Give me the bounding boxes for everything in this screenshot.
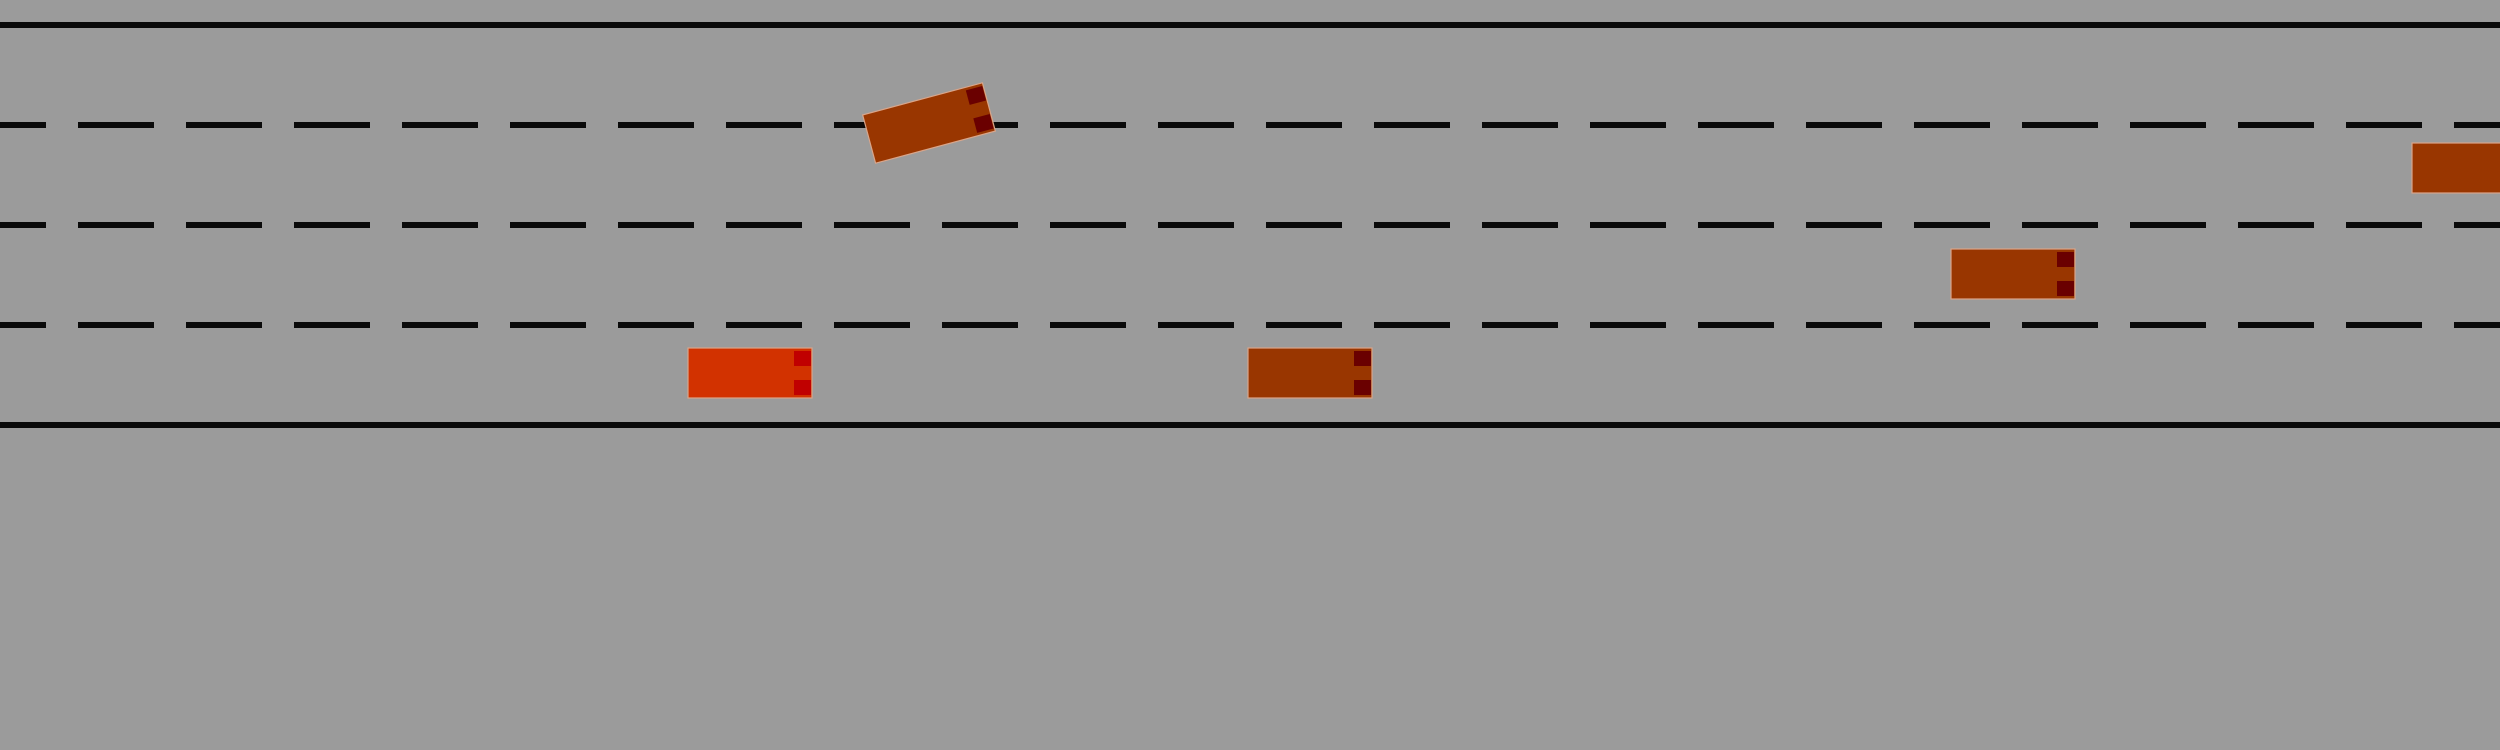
lane-divider-dash: [834, 222, 910, 228]
road-edge-bottom: [0, 422, 2500, 428]
lane-divider-dash: [1698, 222, 1774, 228]
lane-divider-dash: [726, 322, 802, 328]
lane-divider-dash: [2238, 222, 2314, 228]
lane-divider-dash: [726, 122, 802, 128]
lane-divider-dash: [1806, 222, 1882, 228]
lane-markings: [0, 22, 2500, 428]
lane-divider-dash: [1806, 122, 1882, 128]
lane-divider-dash: [78, 222, 154, 228]
lane-divider-dash: [1158, 322, 1234, 328]
lane-divider-dash: [2454, 322, 2500, 328]
vehicles: [687, 82, 2500, 399]
lane-divider-dash: [186, 222, 262, 228]
lane-divider-dash: [1590, 122, 1666, 128]
vehicle-lane4: [1247, 347, 1373, 399]
lane-divider-dash: [2238, 122, 2314, 128]
lane-divider-dash: [1914, 322, 1990, 328]
lane-divider-dash: [1698, 322, 1774, 328]
lane-divider-dash: [294, 322, 370, 328]
vehicle-body: [1950, 248, 2076, 300]
lane-divider-dash: [1590, 322, 1666, 328]
lane-divider-dash: [186, 322, 262, 328]
headlight-left: [2057, 252, 2074, 267]
lane-divider-dash: [2130, 222, 2206, 228]
lane-divider-dash: [1482, 122, 1558, 128]
lane-divider-dash: [1698, 122, 1774, 128]
lane-divider-dash: [942, 222, 1018, 228]
headlight-left: [794, 351, 811, 366]
lane-divider-dash: [2238, 322, 2314, 328]
vehicle-body: [2411, 142, 2500, 194]
lane-divider-dash: [2130, 322, 2206, 328]
vehicle-lane2-right-edge: [2411, 142, 2500, 194]
ego-vehicle: [687, 347, 813, 399]
lane-divider-dash: [1050, 122, 1126, 128]
lane-divider-dash: [2130, 122, 2206, 128]
lane-divider-dash: [402, 322, 478, 328]
lane-divider-dash: [1050, 222, 1126, 228]
lane-divider-dash: [402, 122, 478, 128]
lane-divider-dash: [2346, 122, 2422, 128]
lane-divider-dash: [294, 222, 370, 228]
lane-divider-dash: [186, 122, 262, 128]
lane-divider-dash: [1482, 222, 1558, 228]
lane-divider-dash: [2346, 322, 2422, 328]
lane-divider-dash: [2454, 122, 2500, 128]
lane-divider-dash: [1158, 222, 1234, 228]
lane-divider-dash: [402, 222, 478, 228]
headlight-right: [2057, 281, 2074, 296]
lane-divider-dash: [78, 122, 154, 128]
lane-divider-dash: [1374, 322, 1450, 328]
lane-divider-dash: [78, 322, 154, 328]
vehicle-lane1-changing: [861, 82, 997, 164]
lane-divider-dash: [1266, 222, 1342, 228]
lane-divider-dash: [510, 222, 586, 228]
lane-divider-dash: [1590, 222, 1666, 228]
lane-divider-dash: [1914, 222, 1990, 228]
vehicle-body: [1247, 347, 1373, 399]
headlight-left: [965, 85, 987, 105]
lane-divider-dash: [2454, 222, 2500, 228]
lane-divider-dash: [1806, 322, 1882, 328]
lane-divider-dash: [1158, 122, 1234, 128]
lane-divider-dash: [0, 122, 46, 128]
lane-divider-dash: [618, 322, 694, 328]
lane-divider-dash: [2022, 122, 2098, 128]
lane-divider-dash: [1374, 122, 1450, 128]
headlight-left: [1354, 351, 1371, 366]
lane-divider-dash: [834, 322, 910, 328]
vehicle-body: [687, 347, 813, 399]
lane-divider-dash: [0, 222, 46, 228]
vehicle-lane3: [1950, 248, 2076, 300]
lane-divider-dash: [2022, 222, 2098, 228]
road-edge-top: [0, 22, 2500, 28]
lane-divider-dash: [510, 122, 586, 128]
lane-divider-dash: [1266, 122, 1342, 128]
vehicle-body: [861, 82, 997, 164]
lane-divider-dash: [294, 122, 370, 128]
lane-divider-dash: [1374, 222, 1450, 228]
lane-divider-dash: [618, 222, 694, 228]
lane-divider-dash: [942, 322, 1018, 328]
lane-divider-dash: [726, 222, 802, 228]
lane-divider-dash: [618, 122, 694, 128]
headlight-right: [794, 380, 811, 395]
lane-divider-dash: [2346, 222, 2422, 228]
lane-divider-dash: [0, 322, 46, 328]
headlight-right: [1354, 380, 1371, 395]
lane-divider-dash: [2022, 322, 2098, 328]
lane-divider-dash: [1482, 322, 1558, 328]
lane-divider-dash: [510, 322, 586, 328]
lane-divider-dash: [1914, 122, 1990, 128]
lane-divider-dash: [1050, 322, 1126, 328]
headlight-right: [973, 113, 994, 133]
lane-divider-dash: [1266, 322, 1342, 328]
